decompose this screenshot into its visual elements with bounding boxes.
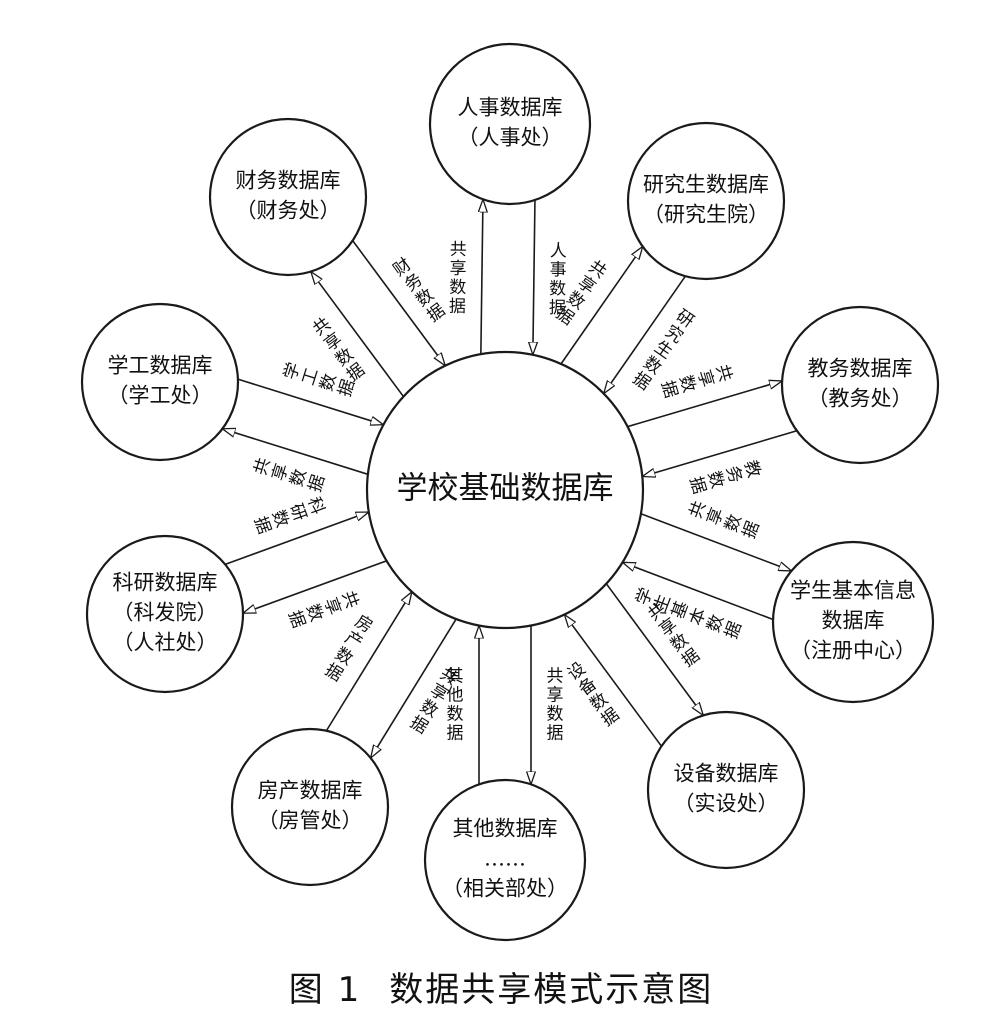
- db-node-circle: [80, 302, 240, 462]
- hub-node: 学校基础数据库: [365, 350, 645, 630]
- hub-label: 学校基础数据库: [397, 471, 614, 507]
- flow-label-renshi-out: 共享数据: [449, 240, 467, 317]
- flow-label-caiwu-in: 财务数据: [390, 254, 449, 326]
- flow-label-qita-in: 其他数据: [447, 667, 464, 744]
- flow-label-renshi-in: 人事数据: [549, 241, 567, 318]
- flow-arrow-xuegong-in: [237, 378, 383, 425]
- db-node-circle: [85, 534, 245, 694]
- flow-label-xuegong-out: 共享数据: [251, 455, 330, 494]
- figure-caption: 图 1 数据共享模式示意图: [0, 962, 1002, 1011]
- flow-arrow-renshi-out: [481, 199, 483, 355]
- db-node-label: 财务数据库: [236, 169, 341, 193]
- flow-label-xuegong-in: 学工数据: [280, 360, 359, 399]
- flow-arrow-xuegong-out: [222, 429, 369, 476]
- db-node-fangchan: 房产数据库 （房管处）: [230, 727, 390, 887]
- db-node-label: （人社处）: [113, 631, 218, 655]
- flow-arrow-caiwu-out: [311, 272, 405, 398]
- db-node-circle: [780, 305, 940, 465]
- caption-number: 图 1: [288, 970, 362, 1010]
- flow-arrow-fangchan-out: [371, 618, 457, 758]
- flow-arrow-xuesheng-out: [640, 513, 792, 572]
- db-node-label: 人事数据库: [458, 96, 563, 120]
- db-node-label: 研究生数据库: [643, 173, 769, 197]
- db-node-circle: [230, 727, 390, 887]
- db-node-caiwu: 财务数据库 （财务处）: [208, 117, 368, 277]
- db-node-keyan: 科研数据库 （科发院） （人社处）: [85, 534, 245, 694]
- db-node-qita: 其他数据库 …… （相关部处）: [423, 778, 587, 942]
- flow-arrow-keyan-out: [243, 560, 387, 614]
- db-node-label: 其他数据库: [453, 817, 558, 841]
- db-node-xuegong: 学工数据库 （学工处）: [80, 302, 240, 462]
- flow-label-jiaowu-in: 教务数据: [685, 458, 764, 496]
- flow-arrow-fangchan-in: [325, 592, 411, 732]
- db-node-circle: [771, 540, 935, 704]
- db-node-circle: [626, 121, 786, 281]
- flow-arrow-shebei-in: [564, 615, 663, 747]
- db-node-yanjiusheng: 研究生数据库 （研究生院）: [626, 121, 786, 281]
- flow-arrow-caiwu-in: [352, 240, 446, 366]
- data-sharing-diagram: 共享数据人事数据共享数据研究生数据共享数据教务数据共享数据学生基本数据共享数据设…: [80, 42, 940, 942]
- db-node-label: 房产数据库: [258, 779, 363, 803]
- flow-label-keyan-in: 科研数据: [250, 494, 328, 536]
- flow-arrow-xuesheng-in: [622, 561, 774, 621]
- flow-label-fangchan-in: 房产数据: [321, 611, 376, 685]
- db-node-label: （教务处）: [808, 387, 913, 411]
- db-node-renshi: 人事数据库 （人事处）: [428, 42, 592, 206]
- db-node-jiaowu: 教务数据库 （教务处）: [780, 305, 940, 465]
- db-node-label: （房管处）: [258, 809, 363, 833]
- db-node-label: （注册中心）: [790, 639, 916, 663]
- db-node-label: （财务处）: [236, 199, 341, 223]
- db-node-circle: [423, 778, 587, 942]
- db-node-label: （实设处）: [674, 792, 779, 816]
- flow-label-shebei-in: 设备数据: [564, 659, 623, 731]
- db-node-label: 学生基本信息: [790, 579, 916, 603]
- flow-label-xuesheng-out: 共享数据: [686, 498, 764, 541]
- db-node-label: （学工处）: [108, 384, 213, 408]
- flow-arrow-yanjiusheng-in: [604, 275, 687, 393]
- db-node-label: （研究生院）: [643, 203, 769, 227]
- db-node-label: 数据库: [822, 609, 885, 633]
- flow-arrow-keyan-in: [224, 511, 369, 566]
- db-node-label: 设备数据库: [674, 762, 779, 786]
- db-node-label: （相关部处）: [442, 877, 568, 901]
- caption-title: 数据共享模式示意图: [389, 970, 714, 1010]
- db-node-label: （科发院）: [113, 601, 218, 625]
- flow-arrow-yanjiusheng-out: [560, 247, 643, 365]
- db-node-circle: [208, 117, 368, 277]
- flow-arrow-jiaowu-in: [642, 430, 798, 477]
- db-node-label: 科研数据库: [113, 571, 218, 595]
- db-node-label: 学工数据库: [108, 354, 213, 378]
- db-node-label: ……: [484, 847, 526, 871]
- db-node-circle: [428, 42, 592, 206]
- flow-arrow-renshi-in: [533, 199, 535, 355]
- db-node-circle: [646, 710, 806, 870]
- flow-arrow-jiaowu-out: [627, 381, 783, 428]
- flow-label-jiaowu-out: 共享数据: [657, 362, 736, 400]
- db-node-label: （人事处）: [458, 126, 563, 150]
- db-node-label: 教务数据库: [808, 357, 913, 381]
- hub-circle: [365, 350, 645, 630]
- flow-label-xuesheng-in: 学生基本数据: [633, 585, 747, 642]
- db-node-shebei: 设备数据库 （实设处）: [646, 710, 806, 870]
- flow-arrow-shebei-out: [605, 583, 703, 716]
- flow-label-qita-out: 共享数据: [547, 667, 564, 744]
- flow-label-keyan-out: 共享数据: [284, 588, 362, 630]
